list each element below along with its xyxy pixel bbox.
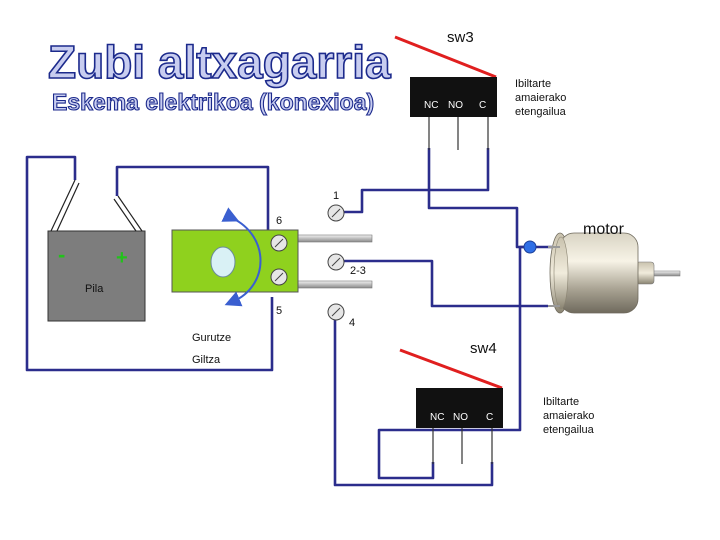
sw4-desc-line2: amaierako <box>543 410 594 422</box>
wire-battery-minus <box>25 155 274 372</box>
sw3-body <box>410 77 497 117</box>
terminal-block: 1 2-3 4 <box>327 190 366 329</box>
wire-t4-sw4-c <box>333 312 494 487</box>
wire-junction-dot <box>523 240 537 254</box>
rotation-arrow-icon <box>221 207 262 307</box>
sw4-desc-line3: etengailua <box>543 424 595 436</box>
sw3-desc-line1: Ibiltarte <box>515 78 551 90</box>
wire-t23-motor <box>335 259 548 308</box>
key-knob <box>210 246 236 278</box>
sw4-no-label: NO <box>453 412 468 423</box>
limit-switch-sw3: NC NO C sw3 Ibiltarte amaierako etengail… <box>394 29 567 150</box>
crossover-key-switch: 6 5 Gurutze Giltza <box>171 207 373 366</box>
sw3-title: sw3 <box>447 29 474 46</box>
wire-t1-sw3-c <box>335 148 490 214</box>
wire-sw3-nc-motor <box>427 148 530 249</box>
sw4-nc-label: NC <box>430 412 444 423</box>
key-contact-rod-top <box>295 234 373 243</box>
key-label-line2: Giltza <box>192 354 221 366</box>
sw4-lever <box>399 348 503 390</box>
sw3-nc-label: NC <box>424 100 438 111</box>
sw4-c-label: C <box>486 412 493 423</box>
wire-battery-plus <box>115 165 270 234</box>
key-contact-rod-bottom <box>295 280 373 289</box>
sw3-desc-line3: etengailua <box>515 106 567 118</box>
terminal-6-label: 6 <box>276 215 282 227</box>
terminal-1-label: 1 <box>333 190 339 202</box>
terminal-4-label: 4 <box>349 317 355 329</box>
motor-body <box>559 232 639 314</box>
sw3-no-label: NO <box>448 100 463 111</box>
sw3-lever <box>394 35 497 79</box>
battery-minus-symbol: - <box>58 242 65 267</box>
battery: - + Pila <box>47 179 146 322</box>
battery-label: Pila <box>85 283 104 295</box>
terminal-2-3-label: 2-3 <box>350 265 366 277</box>
sw4-title: sw4 <box>470 340 497 357</box>
dc-motor: motor <box>548 221 681 314</box>
key-label-line1: Gurutze <box>192 332 231 344</box>
terminal-5-label: 5 <box>276 305 282 317</box>
sw3-desc-line2: amaierako <box>515 92 566 104</box>
sw4-desc-line1: Ibiltarte <box>543 396 579 408</box>
limit-switch-sw4: NC NO C sw4 Ibiltarte amaierako etengail… <box>399 340 595 464</box>
diagram-subtitle: Eskema elektrikoa (konexioa) <box>52 89 374 115</box>
sw3-c-label: C <box>479 100 486 111</box>
motor-shaft <box>651 270 681 277</box>
wire-sw4-nc-motor <box>377 245 530 480</box>
sw4-body <box>416 388 503 428</box>
motor-label: motor <box>583 221 625 238</box>
diagram-title: Zubi altxagarria <box>48 36 391 88</box>
battery-plus-symbol: + <box>116 247 128 269</box>
